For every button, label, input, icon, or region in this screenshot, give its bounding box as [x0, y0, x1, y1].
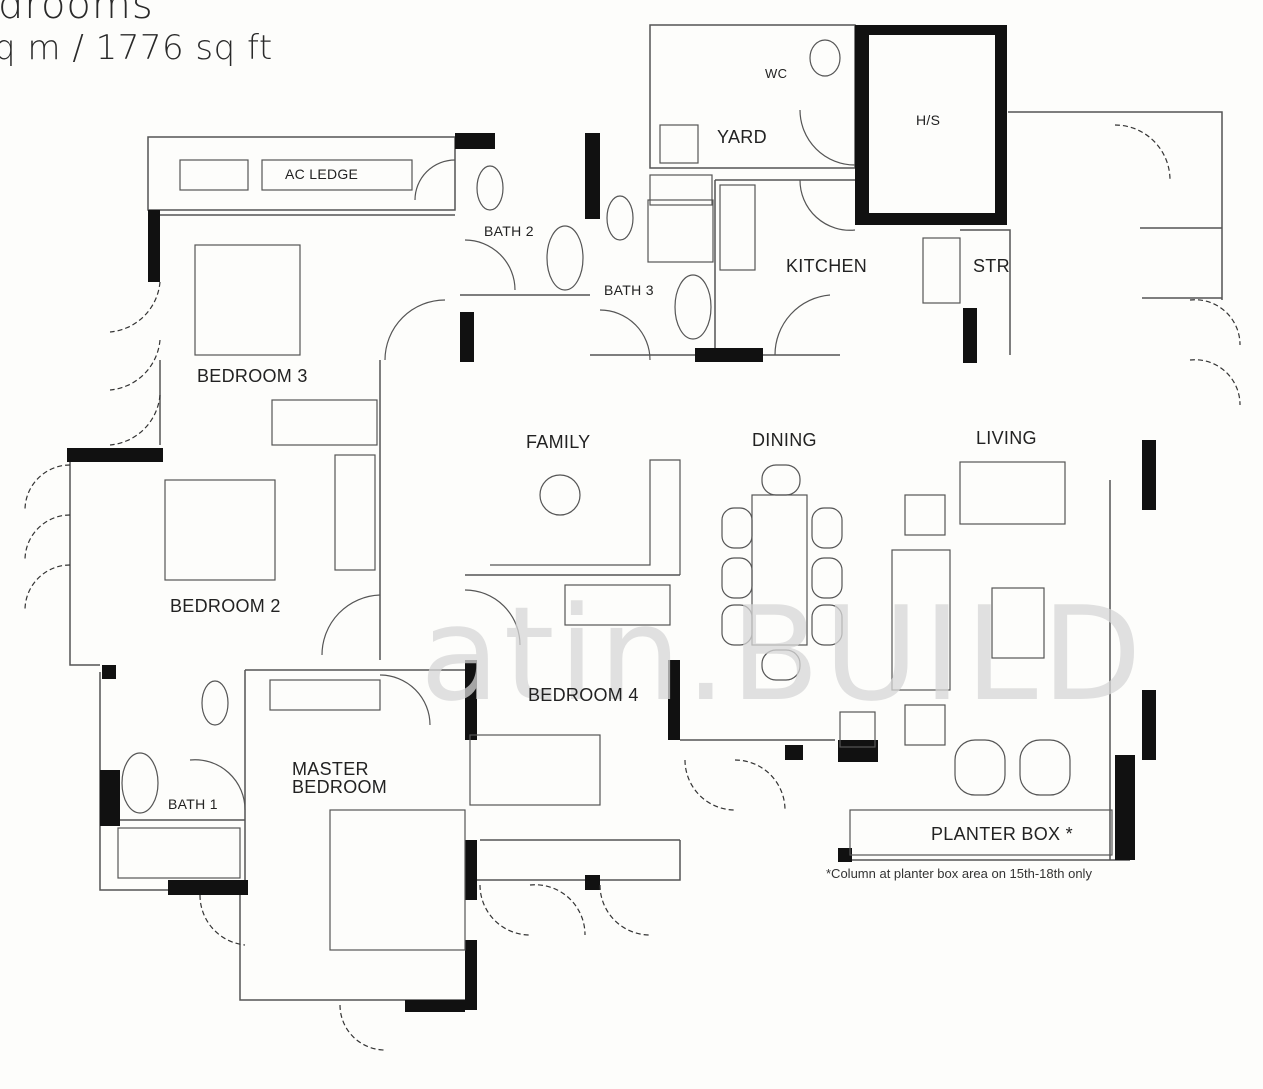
label-living: LIVING: [976, 428, 1037, 448]
label-bedroom-4: BEDROOM 4: [528, 685, 639, 705]
label-str: STR: [973, 256, 1010, 276]
label-bath-1: BATH 1: [168, 796, 218, 812]
label-family: FAMILY: [526, 432, 591, 452]
label-dining: DINING: [752, 430, 817, 450]
label-planter-box: PLANTER BOX *: [931, 824, 1073, 844]
door-swings: [24, 124, 1241, 1051]
thick-walls: [67, 25, 1156, 1012]
header-title: drooms: [0, 0, 154, 28]
label-bedroom-2: BEDROOM 2: [170, 596, 281, 616]
label-master-line2: BEDROOM: [292, 777, 388, 797]
fixtures: [117, 39, 1113, 951]
label-hs: H/S: [916, 112, 941, 128]
door-arcs: [189, 109, 856, 811]
label-kitchen: KITCHEN: [786, 256, 868, 276]
label-bath-2: BATH 2: [484, 223, 534, 239]
label-master-line1: MASTER: [292, 759, 369, 779]
footnote: *Column at planter box area on 15th-18th…: [826, 866, 1092, 881]
label-yard: YARD: [717, 127, 767, 147]
label-bath-3: BATH 3: [604, 282, 654, 298]
label-ac-ledge: AC LEDGE: [285, 166, 359, 182]
thin-walls: [69, 24, 1223, 1001]
watermark: atin.BUILD: [420, 578, 1146, 730]
label-bedroom-3: BEDROOM 3: [197, 366, 308, 386]
label-wc: WC: [765, 66, 788, 81]
header-area: q m / 1776 sq ft: [0, 28, 273, 68]
